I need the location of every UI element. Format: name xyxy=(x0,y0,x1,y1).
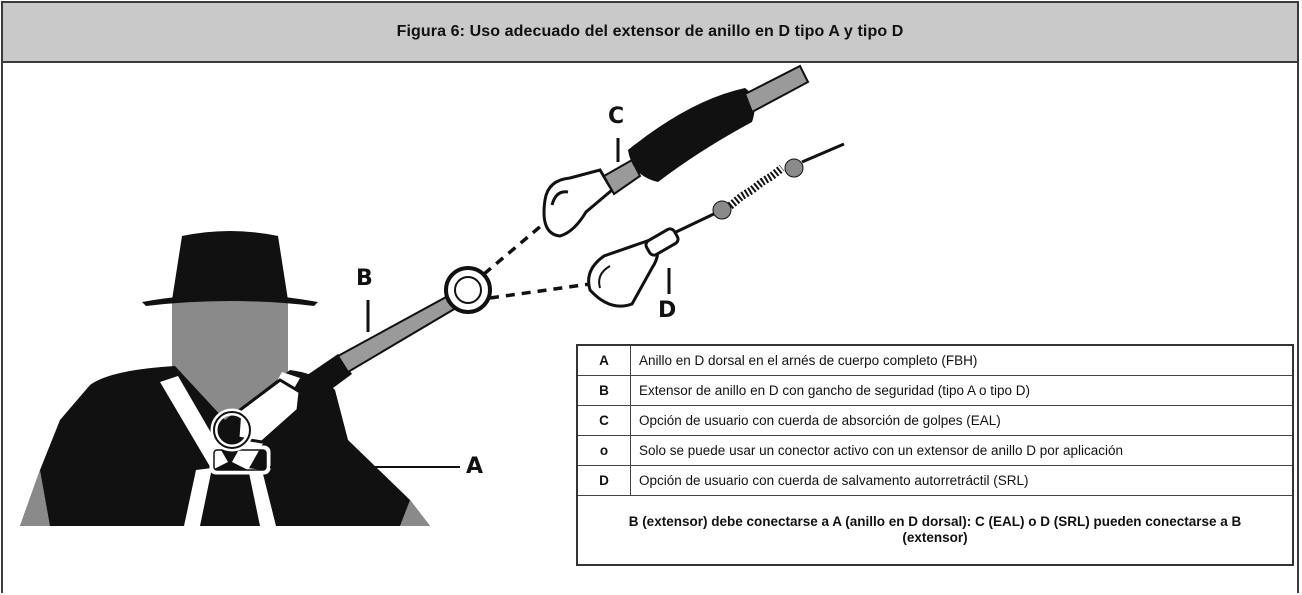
callout-a: A xyxy=(466,454,484,479)
legend-text: Extensor de anillo en D con gancho de se… xyxy=(630,375,1294,406)
legend-text: Opción de usuario con cuerda de absorció… xyxy=(630,405,1294,436)
d-ring-extender-icon xyxy=(210,266,492,452)
legend-row: C Opción de usuario con cuerda de absorc… xyxy=(576,405,1294,436)
connection-line-c xyxy=(482,218,550,276)
legend-key: D xyxy=(576,465,631,496)
legend-row: B Extensor de anillo en D con gancho de … xyxy=(576,375,1294,406)
callout-d: D xyxy=(658,298,677,323)
legend-key: o xyxy=(576,435,631,466)
legend-key: B xyxy=(576,375,631,406)
callout-b: B xyxy=(356,266,373,291)
legend-text: Solo se puede usar un conector activo co… xyxy=(630,435,1294,466)
figure-title: Figura 6: Uso adecuado del extensor de a… xyxy=(396,23,904,40)
legend-note: B (extensor) debe conectarse a A (anillo… xyxy=(576,495,1294,566)
legend-row: o Solo se puede usar un conector activo … xyxy=(576,435,1294,466)
figure-header: Figura 6: Uso adecuado del extensor de a… xyxy=(3,3,1297,63)
legend-row: A Anillo en D dorsal en el arnés de cuer… xyxy=(576,344,1294,376)
shock-absorbing-lanyard-icon xyxy=(542,64,810,238)
legend-table: A Anillo en D dorsal en el arnés de cuer… xyxy=(576,344,1294,566)
connection-line-d xyxy=(489,282,591,300)
legend-key: A xyxy=(576,344,631,376)
callout-c: C xyxy=(608,104,625,129)
legend-row: D Opción de usuario con cuerda de salvam… xyxy=(576,465,1294,496)
legend-key: C xyxy=(576,405,631,436)
legend-text: Anillo en D dorsal en el arnés de cuerpo… xyxy=(630,344,1294,376)
legend-text: Opción de usuario con cuerda de salvamen… xyxy=(630,465,1294,496)
legend-note-row: B (extensor) debe conectarse a A (anillo… xyxy=(576,495,1294,566)
self-retracting-lifeline-icon xyxy=(587,142,845,308)
